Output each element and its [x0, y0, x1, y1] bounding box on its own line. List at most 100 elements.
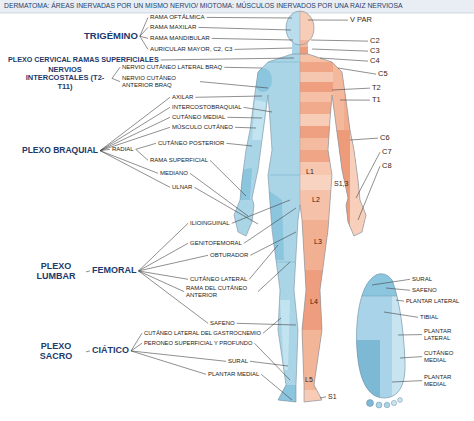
leader-line [398, 334, 422, 335]
nerve-label: CUTÁNEO POSTERIOR [158, 140, 224, 147]
nerve-label: PLANTAR LATERAL [406, 298, 459, 304]
dermatome-label: T1 [372, 96, 381, 104]
leader-line [244, 107, 272, 112]
bracket-line [112, 67, 120, 78]
plexus-label: NERVIOS INTERCOSTALES (T2-T11) [20, 66, 110, 91]
nerve-label: NERVIO CUTÁNEO LATERAL BRAQ [122, 64, 222, 71]
bracket-line [140, 17, 148, 36]
leader-line [198, 27, 291, 30]
bracket-line [100, 127, 170, 150]
bracket-line [131, 351, 206, 374]
bracket-line [86, 270, 90, 272]
bracket-line [100, 151, 170, 188]
leader-line [312, 49, 368, 51]
leader-line [320, 58, 368, 61]
plexus-label: PLEXO BRAQUIAL [22, 146, 98, 155]
nerve-areas [0, 0, 300, 421]
leader-line [358, 166, 380, 220]
bracket-line [139, 223, 189, 271]
dermatome-label: C4 [370, 57, 380, 65]
plexus-label: CIÁTICO [92, 346, 129, 356]
leader-line [254, 343, 290, 380]
nerve-label: SAFENO [210, 320, 235, 327]
bracket-line [112, 78, 120, 81]
bracket-line [131, 333, 142, 351]
leader-line [244, 208, 296, 243]
bracket-line [131, 343, 142, 351]
leader-line [332, 88, 370, 90]
nerve-label: SAFENO [412, 287, 437, 294]
nerve-label: ILIOINGUINAL [190, 220, 230, 227]
leader-line [235, 127, 256, 129]
title-band [0, 0, 474, 13]
dermatome-label: V PAR [350, 16, 372, 24]
leader-line [372, 279, 410, 285]
leader-line [232, 200, 290, 223]
leader-line [161, 58, 294, 60]
dermatome-label: L5 [305, 376, 313, 384]
leader-line [386, 288, 410, 290]
nerve-label: RADIAL [112, 146, 134, 153]
dermatome-label: L4 [310, 298, 318, 306]
leader-line [250, 232, 296, 255]
bracket-line [86, 350, 90, 352]
bracket-line [131, 351, 226, 361]
plexus-label: FEMORAL [92, 266, 137, 276]
title-rule [0, 13, 474, 14]
dermatome-label: C2 [370, 37, 380, 45]
nerve-label: RAMA DEL CUTÁNEO ANTERIOR [186, 285, 256, 298]
bracket-line [140, 27, 148, 36]
leader-line [190, 173, 248, 216]
dermatome-label: S1 [328, 393, 337, 401]
nerve-label: NERVIO CUTÁNEO ANTERIOR BRAQ [122, 75, 198, 88]
nerve-label: RAMA SUPERFICIAL [150, 157, 208, 164]
leader-line [340, 100, 370, 101]
leader-line [224, 67, 262, 69]
leader-line [212, 38, 293, 40]
bracket-line [136, 149, 148, 160]
leader-line [200, 82, 268, 88]
nerve-label: SURAL [228, 358, 248, 365]
nerve-label: PLANTAR LATERAL [424, 328, 464, 341]
nerve-label: CUTÁNEO MEDIAL [424, 350, 464, 363]
leader-line [338, 68, 376, 74]
nerve-label: AXILAR [172, 94, 193, 101]
dermatome-label: T2 [372, 84, 381, 92]
bracket-line [139, 271, 189, 279]
nerve-label: MÚSCULO CUTÁNEO [172, 124, 233, 131]
dermatome-label: S1,3 [334, 180, 348, 188]
nerve-label: PLANTAR MEDIAL [424, 374, 464, 387]
nerve-label: TIBIAL [420, 314, 438, 321]
nerve-label: CUTÁNEO LATERAL DEL GASTROCNEMIO [144, 330, 261, 336]
bracket-line [140, 36, 148, 49]
dermatome-label: L3 [314, 238, 322, 246]
leader-line [392, 381, 422, 382]
leader-line [227, 117, 262, 119]
bracket-line [136, 143, 156, 149]
bracket-line [139, 243, 189, 271]
plexus-label: TRIGÉMINO [84, 31, 138, 41]
leader-line [194, 187, 258, 224]
foot-inset [350, 270, 412, 410]
nerve-label: AURICULAR MAYOR, C2, C3 [150, 46, 232, 53]
nerve-label: CUTÁNEO MEDIAL [172, 114, 225, 121]
dermatome-label: L1 [306, 168, 314, 176]
bracket-line [100, 149, 110, 150]
leader-line [311, 40, 368, 41]
leader-line [249, 245, 278, 279]
nerve-label: ULNAR [172, 184, 192, 191]
nerve-label: RAMA MAXILAR [150, 24, 196, 31]
leader-line [207, 17, 292, 19]
plexus-label: PLEXO LUMBAR [28, 262, 84, 282]
dermatome-bands [300, 0, 474, 421]
dermatome-label: C8 [382, 162, 392, 170]
nerve-label: RAMA OFTÁLMICA [150, 14, 205, 21]
nerve-label: GENITOFEMORAL [190, 240, 242, 247]
leader-line [308, 20, 348, 21]
leader-line [263, 318, 281, 333]
dermatome-label: C3 [370, 47, 380, 55]
dermatome-label: C7 [382, 148, 392, 156]
leader-line [210, 160, 246, 196]
nerve-label: PLANTAR MEDIAL [208, 371, 259, 378]
